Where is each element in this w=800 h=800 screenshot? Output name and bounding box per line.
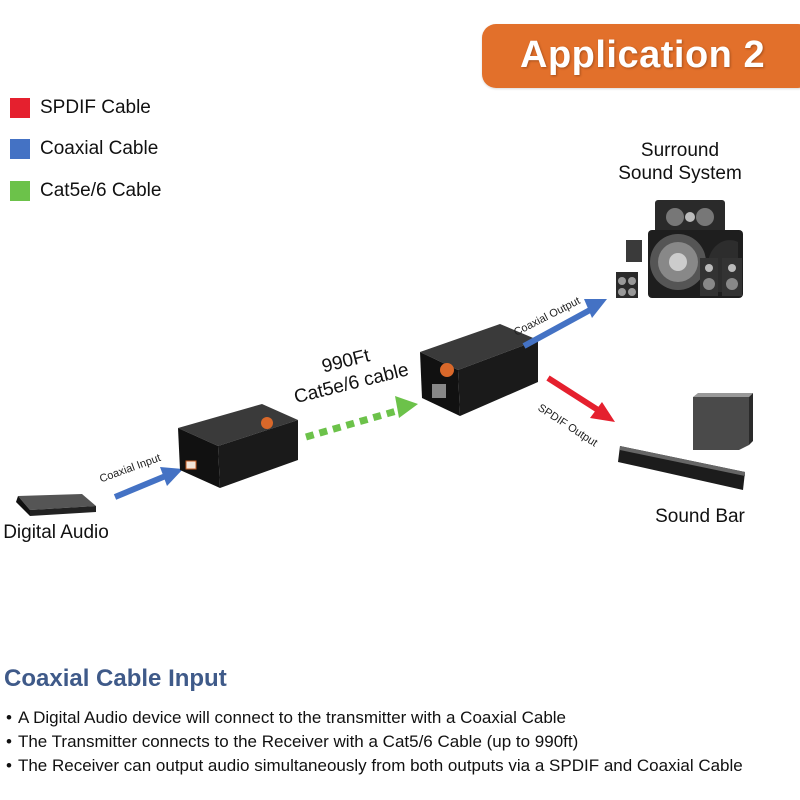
legend-item-coaxial: Coaxial Cable [10, 137, 158, 161]
legend-item-cat5: Cat5e/6 Cable [10, 179, 161, 203]
connection-diagram [16, 200, 753, 516]
receiver-box-icon [420, 324, 538, 416]
surround-speakers-icon [616, 200, 743, 298]
soundbar-label: Sound Bar [655, 506, 745, 527]
coaxial-output-arrow [522, 299, 607, 349]
spdif-swatch-icon [10, 98, 30, 118]
legend-label: Coaxial Cable [40, 138, 159, 159]
spdif-output-arrow [546, 375, 615, 422]
surround-label-line1: Surround [640, 140, 720, 161]
digital-audio-label: Digital Audio [3, 522, 109, 543]
description-bullets: A Digital Audio device will connect to t… [6, 706, 743, 778]
bullet-item: A Digital Audio device will connect to t… [6, 706, 743, 730]
coaxial-input-arrow [113, 467, 183, 500]
cat5-cable-arrow [305, 396, 418, 441]
soundbar-icon [618, 393, 753, 490]
legend-item-spdif: SPDIF Cable [10, 96, 151, 120]
bullet-item: The Receiver can output audio simultaneo… [6, 754, 743, 778]
surround-label: Surround Sound System [600, 139, 760, 185]
transmitter-box-icon [178, 404, 298, 488]
legend-label: Cat5e/6 Cable [40, 180, 162, 201]
coaxial-swatch-icon [10, 139, 30, 159]
section-title: Coaxial Cable Input [4, 665, 227, 692]
bullet-item: The Transmitter connects to the Receiver… [6, 730, 743, 754]
application-title: Application 2 [520, 34, 766, 76]
legend-label: SPDIF Cable [40, 97, 151, 118]
cat5-swatch-icon [10, 181, 30, 201]
application-banner [482, 24, 800, 88]
dvd-player-icon [16, 494, 96, 516]
surround-label-line2: Sound System [618, 163, 742, 184]
